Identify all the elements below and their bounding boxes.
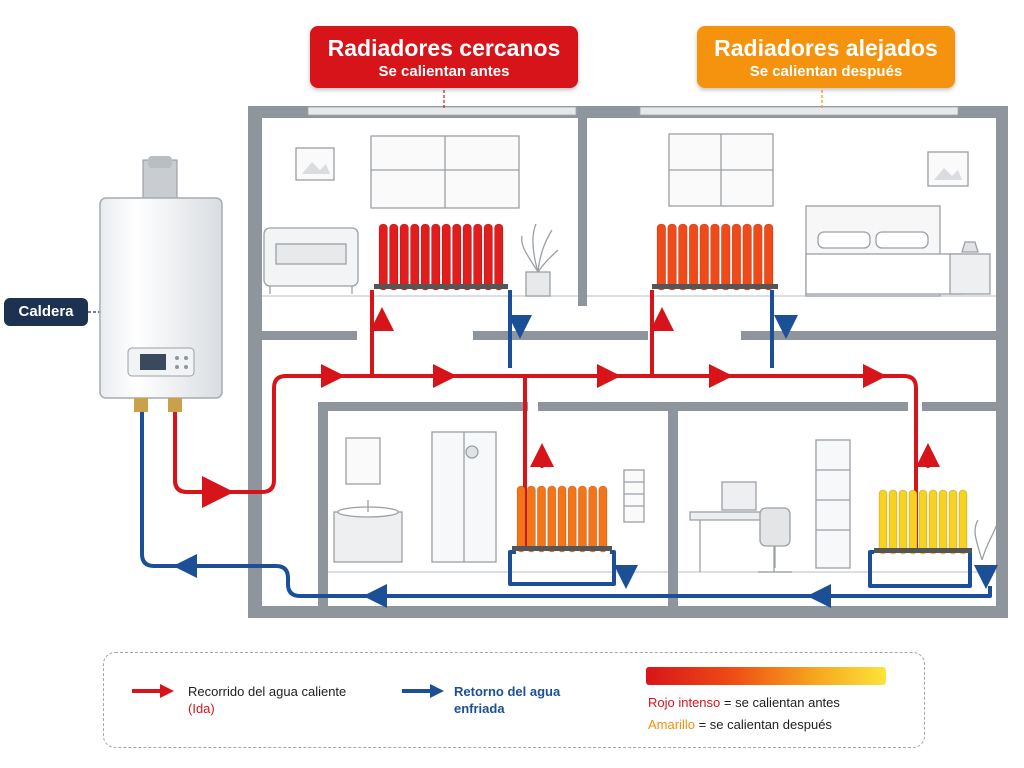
- radiator-fin: [494, 223, 504, 291]
- legend-yellow-key: Amarillo = se calientan después: [648, 717, 832, 732]
- boiler-display: [140, 354, 166, 370]
- radiator-fin: [577, 485, 587, 553]
- radiator-fin: [389, 223, 399, 291]
- radiator-fin: [742, 223, 752, 291]
- legend-yellow-key-desc: = se calientan después: [694, 717, 832, 732]
- legend-red-key-name: Rojo intenso: [648, 695, 721, 710]
- ceiling-vent-right: [639, 106, 959, 116]
- living-room: [263, 135, 559, 297]
- radiator-fin: [473, 223, 483, 291]
- radiator-base-pipe: [652, 284, 778, 289]
- near-radiators-subtitle: Se calientan antes: [378, 63, 510, 80]
- ceiling-vent-left: [307, 106, 577, 116]
- radiator-fin: [567, 485, 577, 553]
- radiator-base-pipe: [374, 284, 508, 289]
- radiator-fin: [678, 223, 688, 291]
- radiator-fin: [526, 485, 536, 553]
- flow-arrows-hot: [320, 307, 940, 468]
- radiator-fin: [710, 223, 720, 291]
- legend-return-text-2: enfriada: [454, 701, 505, 716]
- bathroom: [333, 431, 645, 563]
- radiator-far-bathroom: [512, 485, 612, 553]
- radiator-fin: [452, 223, 462, 291]
- room-floors: [262, 295, 996, 573]
- near-radiators-callout: Radiadores cercanos Se calientan antes: [310, 26, 578, 88]
- far-radiators-subtitle: Se calientan después: [749, 63, 903, 80]
- radiator-near-bedroom: [652, 223, 778, 291]
- radiator-fin: [948, 489, 958, 555]
- far-radiators-callout: Radiadores alejados Se calientan después: [697, 26, 955, 88]
- legend-hot-text: Recorrido del agua caliente: [188, 684, 347, 699]
- radiator-fin: [516, 485, 526, 553]
- radiator-fin: [908, 489, 918, 555]
- radiator-fin: [667, 223, 677, 291]
- radiator-fin: [928, 489, 938, 555]
- legend-yellow-key-name: Amarillo: [648, 717, 695, 732]
- radiator-fin: [721, 223, 731, 291]
- boiler: [99, 156, 223, 412]
- radiator-base-pipe: [874, 548, 972, 553]
- radiator-fin: [441, 223, 451, 291]
- legend: Recorrido del agua caliente (Ida) Retorn…: [103, 652, 925, 748]
- radiator-fin: [410, 223, 420, 291]
- radiator-fin: [763, 223, 774, 291]
- radiator-base-pipe: [512, 546, 612, 551]
- radiator-fin: [958, 489, 968, 555]
- radiator-fin: [598, 485, 608, 553]
- flow-arrows-return: [173, 315, 998, 608]
- radiator-fin: [731, 223, 742, 291]
- near-radiators-title: Radiadores cercanos: [327, 35, 561, 61]
- radiator-near-living-room: [374, 223, 508, 291]
- far-radiators-title: Radiadores alejados: [714, 35, 938, 61]
- hot-arrow-icon: [132, 684, 174, 698]
- radiator-fin: [378, 223, 388, 291]
- office: [689, 439, 997, 573]
- radiator-fin: [688, 223, 699, 291]
- radiator-fin: [918, 489, 928, 555]
- radiator-far-office: [874, 489, 972, 555]
- radiator-fin: [462, 223, 472, 291]
- legend-hot-sub: (Ida): [188, 701, 215, 716]
- legend-hot-label: Recorrido del agua caliente (Ida): [188, 683, 346, 717]
- radiator-fin: [557, 485, 567, 553]
- return-water-pipes: [140, 290, 992, 598]
- radiator-fin: [878, 489, 888, 555]
- radiator-fin: [547, 485, 557, 553]
- return-arrow-icon: [402, 684, 444, 698]
- radiator-fin: [753, 223, 763, 291]
- radiator-fin: [588, 485, 598, 553]
- radiator-fin: [537, 485, 547, 553]
- legend-return-text: Retorno del agua: [454, 684, 561, 699]
- radiator-fin: [399, 223, 409, 291]
- radiator-fin: [888, 489, 898, 555]
- radiator-fin: [431, 223, 441, 291]
- radiator-fin: [656, 223, 667, 291]
- boiler-label: Caldera: [4, 298, 88, 326]
- bedroom: [668, 133, 991, 297]
- radiator-fin: [938, 489, 948, 555]
- radiator-fin: [898, 489, 908, 555]
- legend-red-key: Rojo intenso = se calientan antes: [648, 695, 840, 710]
- radiator-fin: [483, 223, 493, 291]
- radiator-fin: [420, 223, 430, 291]
- hot-arrow-start: [173, 476, 234, 508]
- legend-return-label: Retorno del agua enfriada: [454, 683, 560, 717]
- radiator-fin: [699, 223, 710, 291]
- legend-red-key-desc: = se calientan antes: [720, 695, 840, 710]
- legend-color-gradient: [646, 667, 886, 685]
